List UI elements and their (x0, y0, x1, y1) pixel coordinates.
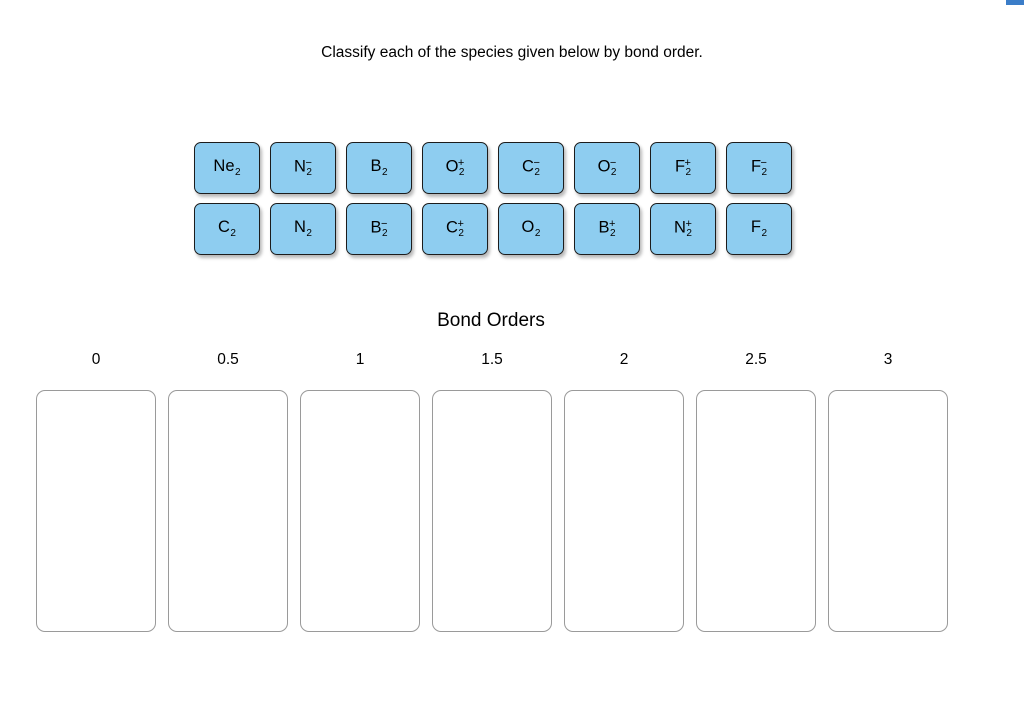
formula-subscript: 2 (534, 167, 540, 179)
bond-order-zones: 0 0.5 1 1.5 2 2.5 3 (36, 350, 952, 632)
formula-element-symbol: C (218, 217, 230, 236)
formula-element-symbol: B (598, 218, 610, 237)
bond-orders-heading: Bond Orders (437, 310, 545, 331)
zone-label-0.5: 0.5 (217, 351, 239, 368)
formula-charge: − (609, 156, 617, 169)
formula-charge: − (760, 156, 767, 169)
species-tile-O2[interactable]: O2 (498, 203, 564, 255)
species-formula: N−2 (294, 156, 312, 179)
formula-charge: + (685, 217, 692, 230)
species-tile-F2-[interactable]: F−2 (726, 142, 792, 194)
formula-charge: + (684, 156, 691, 169)
formula-element-symbol: N (294, 157, 306, 176)
zone-label-2: 2 (619, 351, 629, 368)
formula-subscript: 2 (685, 167, 692, 179)
zone-label-2.5: 2.5 (745, 351, 767, 368)
top-bar-fragment[interactable] (1006, 0, 1024, 5)
zone-label-1: 1 (355, 351, 365, 368)
formula-charge: − (305, 156, 312, 169)
formula-element-symbol: B (370, 156, 382, 175)
formula-subscript: 2 (534, 228, 541, 240)
formula-subscript: 2 (306, 228, 312, 240)
drop-zone-2[interactable] (564, 390, 684, 632)
species-formula: O+2 (445, 156, 465, 179)
formula-subscript: 2 (761, 228, 768, 240)
species-formula: F+2 (674, 156, 692, 179)
species-formula: B2 (370, 158, 387, 178)
formula-element-symbol: B (370, 218, 382, 237)
drop-zone-2.5[interactable] (696, 390, 816, 632)
formula-subscript: 2 (306, 167, 312, 179)
formula-element-symbol: F (750, 217, 762, 236)
formula-subscript: 2 (235, 167, 241, 179)
formula-charge: − (533, 156, 540, 169)
formula-element-symbol: Ne (213, 156, 235, 175)
species-tile-F2+[interactable]: F+2 (650, 142, 716, 194)
species-tile-C2[interactable]: C2 (194, 203, 260, 255)
species-formula: O2 (522, 219, 541, 239)
drop-zone-1.5[interactable] (432, 390, 552, 632)
formula-subscript: 2 (458, 167, 465, 179)
species-formula: C2 (218, 219, 236, 239)
species-tile-N2[interactable]: N2 (270, 203, 336, 255)
drop-zone-1[interactable] (300, 390, 420, 632)
formula-element-symbol: C (522, 157, 534, 176)
species-formula: C+2 (446, 217, 464, 240)
species-formula: B−2 (370, 217, 388, 240)
species-tile-F2[interactable]: F2 (726, 203, 792, 255)
formula-element-symbol: O (597, 157, 611, 176)
species-formula: C−2 (522, 156, 540, 179)
species-formula: Ne2 (213, 158, 240, 178)
formula-element-symbol: N (294, 217, 306, 236)
zone-label-row: 0 0.5 1 1.5 2 2.5 3 (36, 350, 952, 374)
formula-charge: + (457, 156, 465, 169)
formula-subscript: 2 (230, 228, 236, 240)
question-prompt: Classify each of the species given below… (321, 44, 703, 61)
species-tile-O2-[interactable]: O−2 (574, 142, 640, 194)
species-tile-N2+[interactable]: N+2 (650, 203, 716, 255)
species-formula: F−2 (750, 156, 768, 179)
formula-subscript: 2 (686, 228, 692, 240)
species-formula: F2 (751, 219, 767, 239)
formula-element-symbol: C (446, 218, 458, 237)
formula-element-symbol: F (750, 157, 762, 176)
drop-zone-0.5[interactable] (168, 390, 288, 632)
species-formula: N2 (294, 219, 312, 239)
formula-subscript: 2 (458, 228, 464, 240)
formula-element-symbol: N (674, 218, 686, 237)
formula-charge: + (457, 217, 464, 230)
formula-subscript: 2 (610, 167, 617, 179)
zone-label-3: 3 (883, 351, 893, 368)
formula-element-symbol: O (445, 157, 459, 176)
formula-subscript: 2 (381, 228, 388, 240)
formula-element-symbol: O (521, 217, 535, 236)
drop-zone-3[interactable] (828, 390, 948, 632)
species-tile-C2-[interactable]: C−2 (498, 142, 564, 194)
species-formula: N+2 (674, 217, 692, 240)
drop-zone-0[interactable] (36, 390, 156, 632)
zone-box-row (36, 390, 952, 632)
species-tile-B2[interactable]: B2 (346, 142, 412, 194)
species-tile-N2-[interactable]: N−2 (270, 142, 336, 194)
formula-element-symbol: F (674, 157, 686, 176)
formula-subscript: 2 (609, 228, 616, 240)
formula-charge: − (381, 217, 388, 230)
formula-charge: + (609, 217, 616, 230)
species-tile-Ne2[interactable]: Ne2 (194, 142, 260, 194)
zone-label-1.5: 1.5 (481, 351, 503, 368)
species-tile-B2+[interactable]: B+2 (574, 203, 640, 255)
species-tile-C2+[interactable]: C+2 (422, 203, 488, 255)
species-formula: B+2 (598, 217, 616, 240)
formula-subscript: 2 (381, 167, 388, 179)
formula-subscript: 2 (761, 167, 768, 179)
species-tile-O2+[interactable]: O+2 (422, 142, 488, 194)
species-formula: O−2 (597, 156, 617, 179)
zone-label-0: 0 (91, 351, 101, 368)
species-tile-B2-[interactable]: B−2 (346, 203, 412, 255)
